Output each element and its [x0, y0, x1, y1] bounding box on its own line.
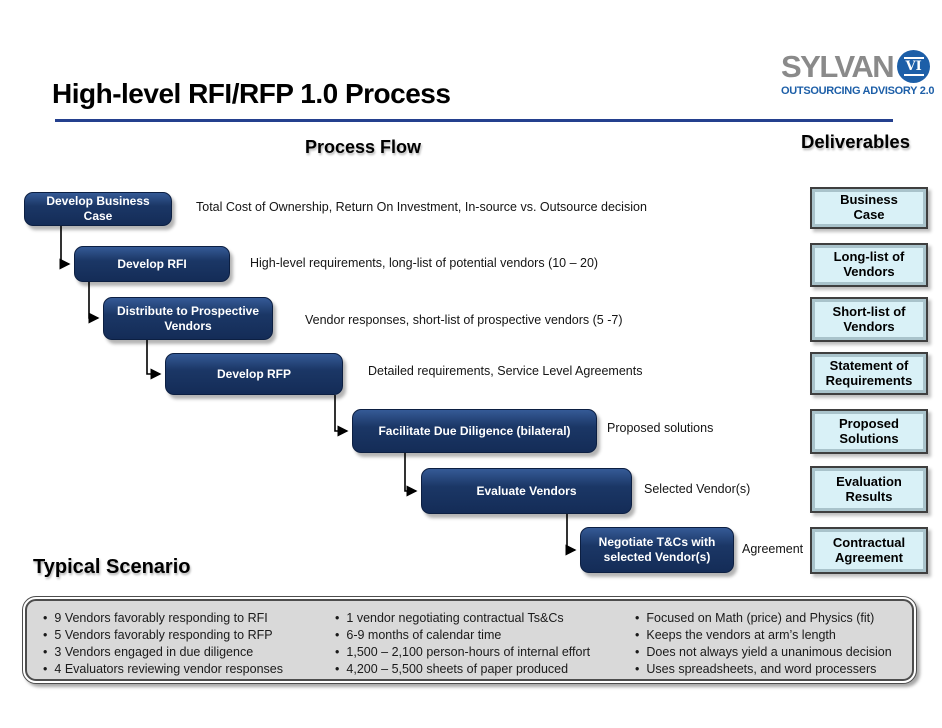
- scenario-column-1: •9 Vendors favorably responding to RFI •…: [43, 610, 335, 679]
- deliverable-business-case: Business Case: [810, 187, 928, 229]
- list-item: •4,200 – 5,500 sheets of paper produced: [335, 662, 569, 676]
- typical-scenario-panel: •9 Vendors favorably responding to RFI •…: [22, 596, 917, 684]
- deliverable-statement-of-requirements: Statement of Requirements: [810, 352, 928, 395]
- heading-deliverables: Deliverables: [801, 131, 911, 152]
- deliverable-evaluation-results: Evaluation Results: [810, 466, 928, 513]
- list-item: •4 Evaluators reviewing vendor responses: [43, 662, 283, 676]
- flow-result-negotiate: Agreement: [742, 542, 804, 556]
- bullet-icon: •: [335, 645, 340, 659]
- bullet-icon: •: [43, 611, 48, 625]
- list-item: •1,500 – 2,100 person-hours of internal …: [335, 645, 591, 659]
- deliverable-contractual-agreement: Contractual Agreement: [810, 527, 928, 574]
- flow-result-evaluate: Selected Vendor(s): [644, 482, 751, 496]
- list-item: •Focused on Math (price) and Physics (fi…: [635, 611, 875, 625]
- flow-step-negotiate-tcs: Negotiate T&Cs with selected Vendor(s): [580, 527, 734, 573]
- flow-result-business-case: Total Cost of Ownership, Return On Inves…: [196, 200, 647, 214]
- deliverable-short-list: Short-list of Vendors: [810, 297, 928, 342]
- flow-step-develop-rfi: Develop RFI: [74, 246, 230, 282]
- logo-roman-numeral-icon: VI: [897, 50, 931, 83]
- bullet-icon: •: [43, 645, 48, 659]
- list-item: •3 Vendors engaged in due diligence: [43, 645, 254, 659]
- bullet-icon: •: [43, 628, 48, 642]
- logo-brand-text: SYLVAN: [781, 49, 895, 84]
- bullet-icon: •: [335, 662, 340, 676]
- bullet-icon: •: [335, 628, 340, 642]
- flow-step-facilitate-due-diligence: Facilitate Due Diligence (bilateral): [352, 409, 597, 453]
- title-underline: [55, 119, 893, 122]
- logo-tagline: OUTSOURCING ADVISORY 2.0: [781, 85, 935, 97]
- deliverable-long-list: Long-list of Vendors: [810, 243, 928, 287]
- deliverable-proposed-solutions: Proposed Solutions: [810, 409, 928, 454]
- heading-process-flow: Process Flow: [305, 137, 422, 157]
- bullet-icon: •: [635, 662, 640, 676]
- flow-result-rfi: High-level requirements, long-list of po…: [250, 256, 599, 270]
- scenario-column-2: •1 vendor negotiating contractual Ts&Cs …: [335, 610, 635, 679]
- list-item: •Uses spreadsheets, and word processers: [635, 662, 877, 676]
- list-item: •1 vendor negotiating contractual Ts&Cs: [335, 611, 564, 625]
- page-title: High-level RFI/RFP 1.0 Process: [52, 78, 451, 109]
- flow-result-due-diligence: Proposed solutions: [607, 421, 714, 435]
- bullet-icon: •: [635, 628, 640, 642]
- bullet-icon: •: [335, 611, 340, 625]
- flow-step-distribute-to-vendors: Distribute to Prospective Vendors: [103, 297, 273, 340]
- flow-result-rfp: Detailed requirements, Service Level Agr…: [368, 364, 643, 378]
- scenario-column-3: •Focused on Math (price) and Physics (fi…: [635, 610, 912, 679]
- list-item: •6-9 months of calendar time: [335, 628, 502, 642]
- list-item: •Does not always yield a unanimous decis…: [635, 645, 892, 659]
- list-item: •9 Vendors favorably responding to RFI: [43, 611, 268, 625]
- flow-step-evaluate-vendors: Evaluate Vendors: [421, 468, 632, 514]
- company-logo: SYLVAN VI OUTSOURCING ADVISORY 2.0: [781, 49, 935, 97]
- flow-step-develop-rfp: Develop RFP: [165, 353, 343, 395]
- flow-step-develop-business-case: Develop Business Case: [24, 192, 172, 226]
- bullet-icon: •: [635, 611, 640, 625]
- heading-typical-scenario: Typical Scenario: [33, 556, 191, 578]
- flow-result-distribute: Vendor responses, short-list of prospect…: [305, 313, 623, 327]
- list-item: •5 Vendors favorably responding to RFP: [43, 628, 273, 642]
- bullet-icon: •: [635, 645, 640, 659]
- list-item: •Keeps the vendors at arm’s length: [635, 628, 836, 642]
- bullet-icon: •: [43, 662, 48, 676]
